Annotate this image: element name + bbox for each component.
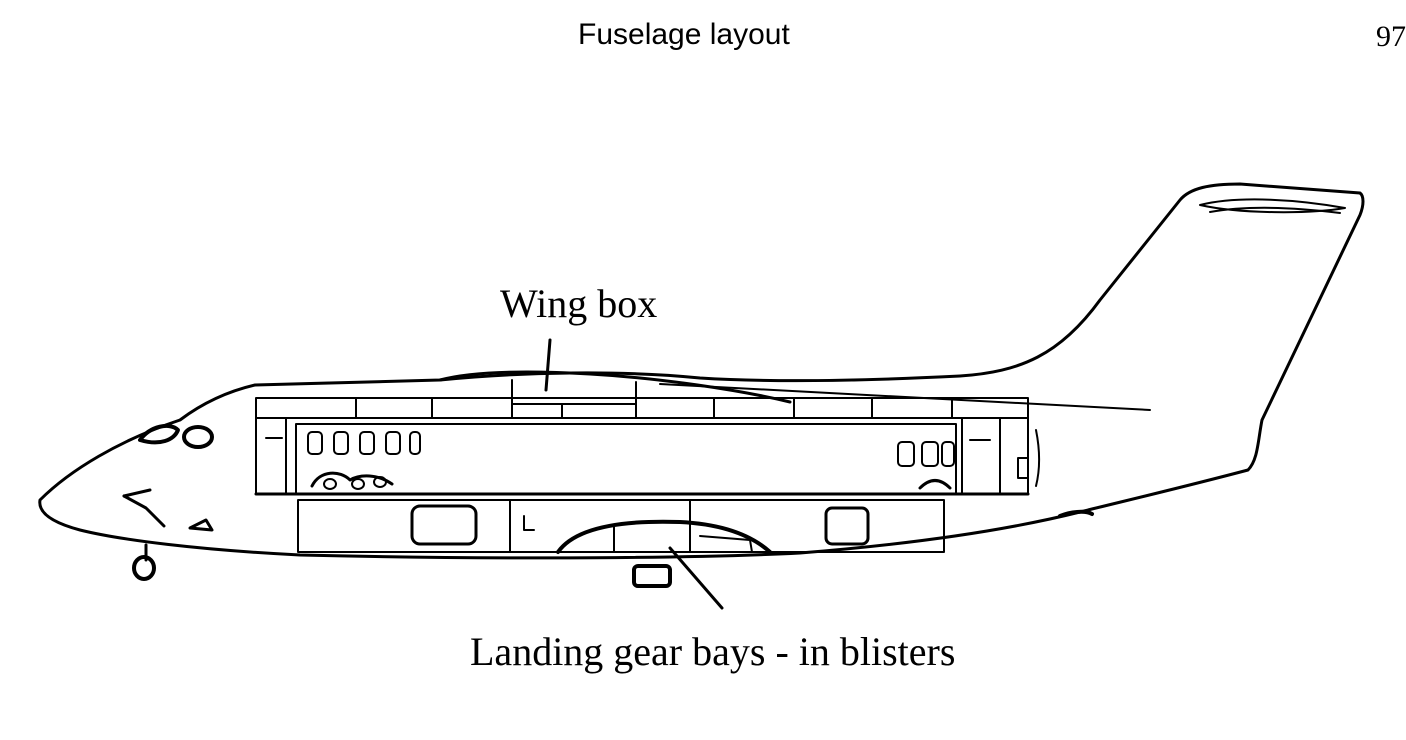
wing-fairing: [440, 372, 790, 402]
seat: [308, 432, 322, 454]
cabin-outer-frame: [256, 398, 1028, 494]
running-head: Fuselage layout 97: [0, 18, 1406, 58]
page-number: 97: [1376, 20, 1406, 53]
wing-box-label: Wing box: [500, 281, 658, 326]
section-title: Fuselage layout: [578, 18, 790, 51]
fuselage-outline: [40, 184, 1363, 558]
landing-gear-leader: [670, 548, 722, 608]
side-window: [190, 520, 212, 530]
seat: [360, 432, 374, 454]
seat: [386, 432, 400, 454]
cockpit-window: [140, 426, 178, 442]
main-gear-wheel: [634, 566, 670, 586]
seat: [410, 432, 420, 454]
nose-gear-wheel: [134, 557, 154, 579]
fin-tip-detail: [1200, 199, 1345, 212]
fin-tip-detail-2: [1210, 208, 1340, 213]
hold-door: [826, 508, 868, 544]
cockpit-window: [184, 427, 212, 447]
wing-box-leader: [546, 340, 550, 390]
seat: [334, 432, 348, 454]
seat: [922, 442, 938, 466]
landing-gear-label: Landing gear bays - in blisters: [470, 629, 956, 674]
hold-door: [412, 506, 476, 544]
gear-blister: [558, 522, 770, 552]
cabin-inner-frame: [296, 424, 956, 494]
lower-hold: [298, 500, 944, 552]
seat: [898, 442, 914, 466]
seat: [942, 442, 954, 466]
